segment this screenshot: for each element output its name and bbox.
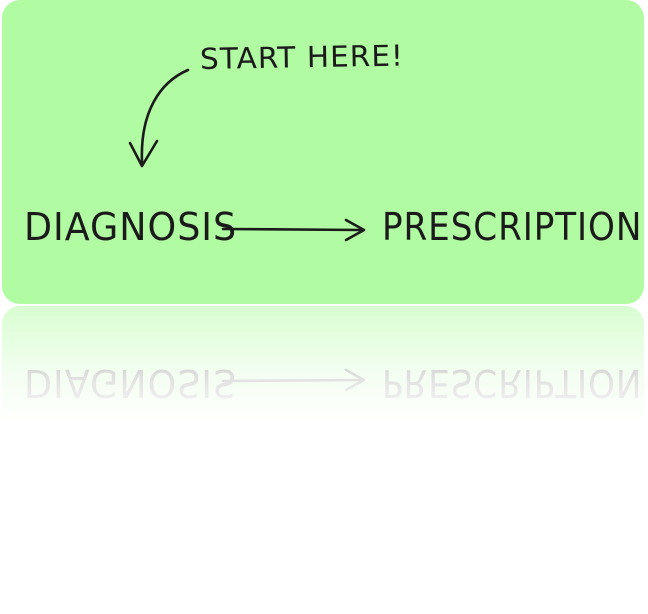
- reflection-curved-arrow-icon: [128, 442, 159, 506]
- diagnosis-label: DIAGNOSIS: [24, 205, 238, 249]
- reflection-right-arrow-icon: [221, 368, 366, 392]
- reflection-card: START HERE! DIAGNOSIS PRESCRIPTION: [2, 306, 644, 506]
- reflection-prescription-label: PRESCRIPTION: [382, 361, 643, 405]
- curved-arrow-icon: [128, 68, 190, 168]
- diagram-card: START HERE! DIAGNOSIS PRESCRIPTION: [2, 0, 644, 304]
- card-reflection: START HERE! DIAGNOSIS PRESCRIPTION: [2, 306, 644, 506]
- prescription-label: PRESCRIPTION: [382, 205, 643, 249]
- right-arrow-icon: [221, 218, 366, 242]
